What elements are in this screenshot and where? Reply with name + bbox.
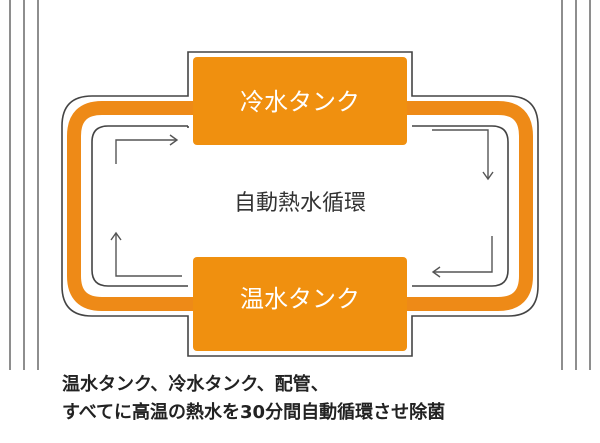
circulation-label: 自動熱水循環 [233,191,366,216]
right-side-lines [561,0,591,370]
caption-line-1: 温水タンク、冷水タンク、配管、 [62,374,329,395]
assembly-outline [61,51,539,357]
cold-tank-label: 冷水タンク [240,88,360,116]
flow-arrow-icon [110,129,494,278]
pipe-loop [67,101,533,311]
caption: 温水タンク、冷水タンク、配管、 すべてに高温の熱水を30分間自動循環させ除菌 [62,371,582,427]
left-side-lines [9,0,39,370]
caption-line-2: すべてに高温の熱水を30分間自動循環させ除菌 [62,402,446,423]
hot-tank-label: 温水タンク [240,285,360,313]
inner-outline [91,125,509,287]
cold-tank [193,57,407,145]
hot-tank [193,257,407,351]
